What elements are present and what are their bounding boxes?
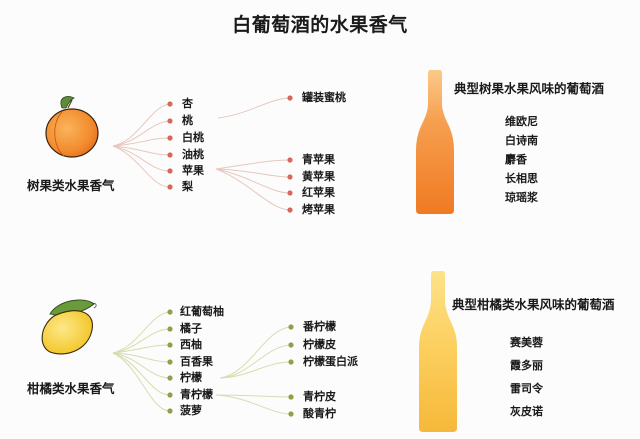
citrus-item: 柠檬 xyxy=(180,371,202,384)
citrus-item: 橘子 xyxy=(180,322,202,335)
tree-fruit-category-label: 树果类水果香气 xyxy=(27,178,115,193)
peach-icon xyxy=(45,96,99,158)
citrus-sub-item: 柠檬蛋白派 xyxy=(303,355,358,368)
tree-item: 梨 xyxy=(182,180,193,193)
citrus-item: 菠萝 xyxy=(180,404,202,417)
citrus-wine-item: 灰皮诺 xyxy=(510,405,543,418)
tree-sub-item: 罐装蜜桃 xyxy=(302,91,346,104)
citrus-sub-item: 番柠檬 xyxy=(303,320,336,333)
tree-item: 桃 xyxy=(182,114,193,127)
citrus-item: 红葡萄柚 xyxy=(180,305,224,318)
citrus-sub-item: 柠檬皮 xyxy=(303,338,336,351)
tree-sub-item: 黄苹果 xyxy=(302,170,335,183)
citrus-wine-heading: 典型柑橘类水果风味的葡萄酒 xyxy=(452,297,615,312)
citrus-wine-item: 霞多丽 xyxy=(510,359,543,372)
tree-wine-bottle xyxy=(416,70,454,214)
tree-sub-item: 红苹果 xyxy=(302,186,335,199)
citrus-wine-item: 赛美蓉 xyxy=(510,336,543,349)
tree-wine-item: 麝香 xyxy=(505,153,527,166)
tree-wine-item: 白诗南 xyxy=(505,134,538,147)
citrus-item: 百香果 xyxy=(180,355,213,368)
tree-item: 杏 xyxy=(182,97,193,110)
citrus-item: 青柠檬 xyxy=(180,388,213,401)
citrus-sub-item: 酸青柠 xyxy=(303,407,336,420)
citrus-item: 西柚 xyxy=(180,338,202,351)
tree-sub-item: 青苹果 xyxy=(302,153,335,166)
tree-wine-item: 琼瑶浆 xyxy=(505,191,538,204)
citrus-sub-item: 青柠皮 xyxy=(303,390,336,403)
tree-item: 白桃 xyxy=(182,131,204,144)
tree-wine-heading: 典型树果水果风味的葡萄酒 xyxy=(454,81,605,96)
tree-item: 苹果 xyxy=(182,164,204,177)
tree-wine-item: 维欧尼 xyxy=(505,115,538,128)
citrus-fruit-category-label: 柑橘类水果香气 xyxy=(27,381,115,396)
citrus-wine-item: 雷司令 xyxy=(510,382,543,395)
page-title: 白葡萄酒的水果香气 xyxy=(232,14,408,36)
tree-item: 油桃 xyxy=(182,148,204,161)
tree-wine-item: 长相思 xyxy=(505,172,538,185)
tree-sub-item: 烤苹果 xyxy=(302,203,335,216)
lemon-icon xyxy=(41,299,97,355)
